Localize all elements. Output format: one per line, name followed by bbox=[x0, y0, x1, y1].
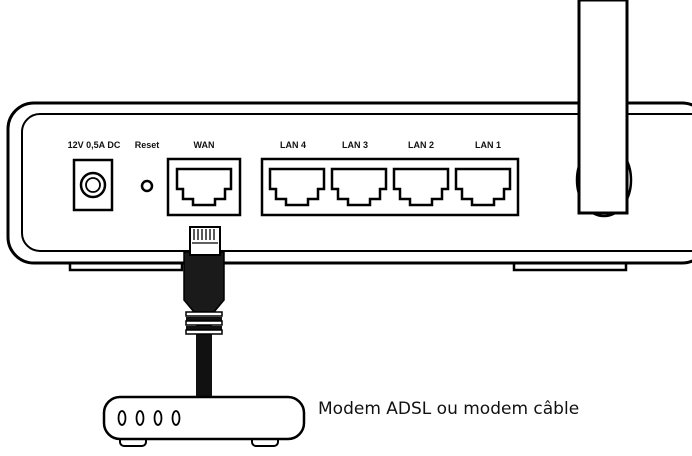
reset-label: Reset bbox=[135, 140, 160, 150]
wan-port-label: WAN bbox=[194, 140, 215, 150]
modem-indicator-4 bbox=[171, 410, 181, 426]
lan4-port[interactable] bbox=[268, 167, 326, 207]
modem-indicator-2 bbox=[135, 410, 145, 426]
reset-button[interactable] bbox=[140, 179, 154, 193]
ethernet-cable bbox=[183, 226, 225, 397]
modem-indicator-1 bbox=[117, 410, 127, 426]
lan2-port-label: LAN 2 bbox=[408, 140, 434, 150]
power-jack[interactable] bbox=[72, 158, 114, 212]
modem bbox=[102, 395, 306, 447]
modem-caption: Modem ADSL ou modem câble bbox=[318, 399, 580, 419]
lan3-port[interactable] bbox=[330, 167, 388, 207]
lan2-port[interactable] bbox=[392, 167, 450, 207]
power-port-label: 12V 0,5A DC bbox=[68, 140, 121, 150]
wan-port[interactable] bbox=[166, 157, 242, 217]
antenna bbox=[575, 0, 633, 218]
lan4-port-label: LAN 4 bbox=[280, 140, 306, 150]
modem-indicator-3 bbox=[153, 410, 163, 426]
lan-port-block bbox=[260, 157, 520, 217]
rj45-plug bbox=[189, 226, 221, 256]
lan1-port[interactable] bbox=[454, 167, 512, 207]
lan3-port-label: LAN 3 bbox=[342, 140, 368, 150]
lan1-port-label: LAN 1 bbox=[475, 140, 501, 150]
